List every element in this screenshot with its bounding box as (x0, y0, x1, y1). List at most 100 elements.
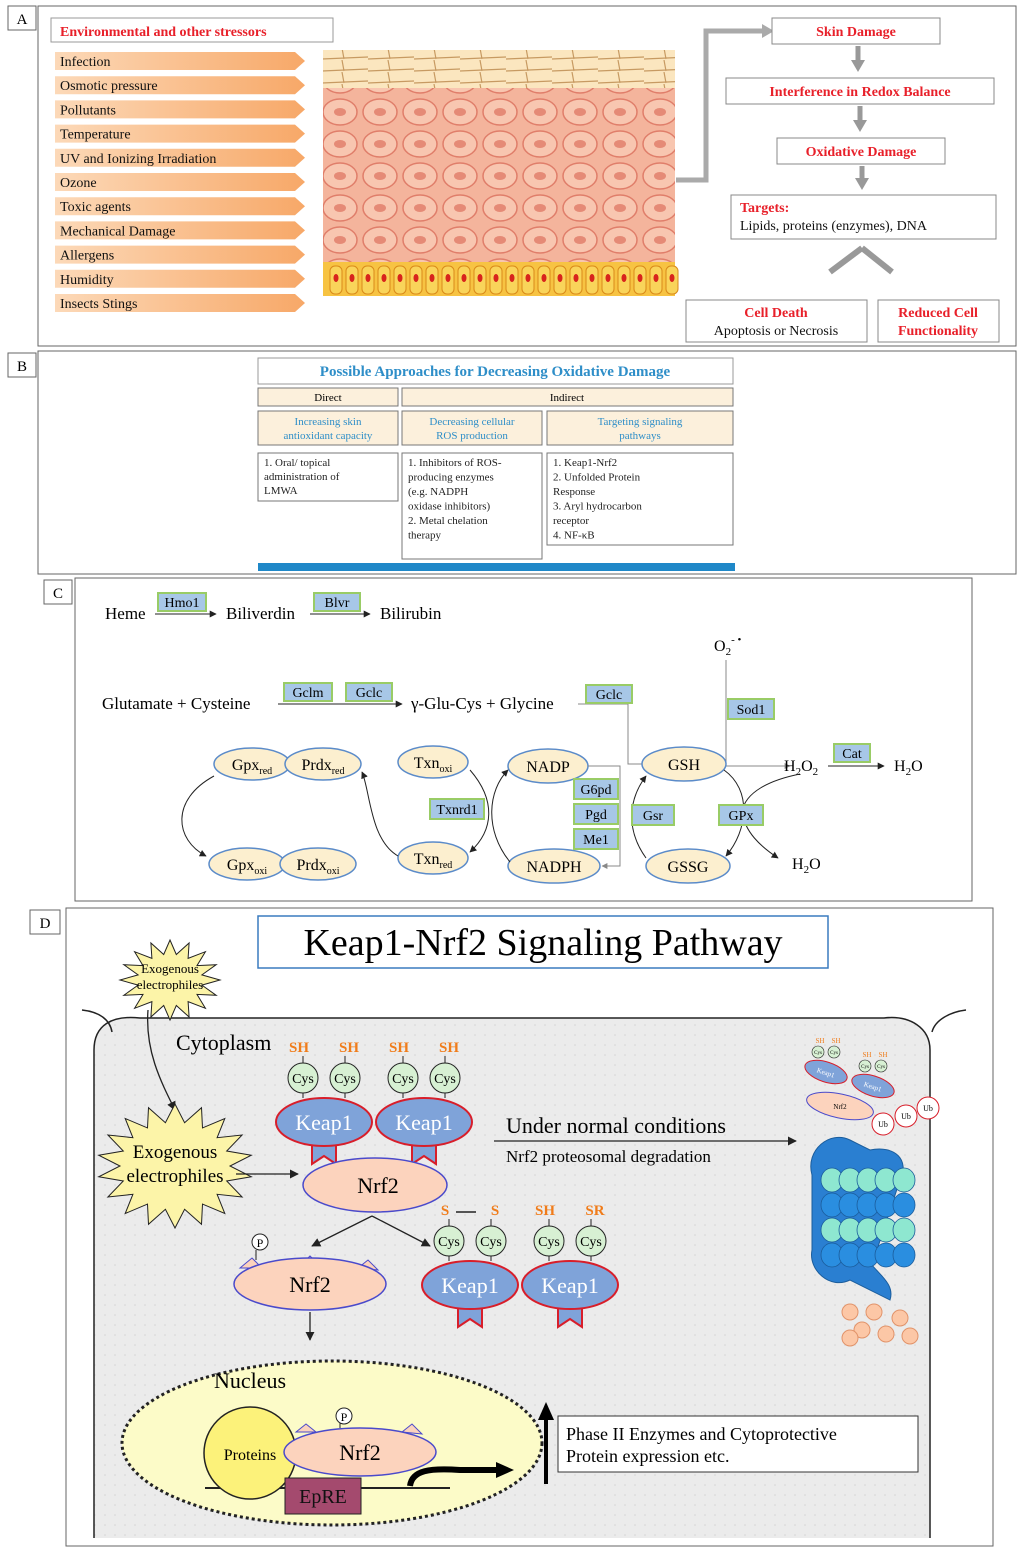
col3-header-box (546, 410, 734, 446)
mini-sh: SH (832, 1037, 841, 1045)
stressor-label: Toxic agents (60, 200, 131, 215)
nucleus-label: Nucleus (214, 1368, 286, 1393)
txnrd1: Txnrd1 (436, 803, 477, 818)
panel-c-label-box (43, 579, 73, 605)
basal-nucleus (381, 274, 387, 282)
stressor-arrow (55, 294, 305, 312)
g6pd-box (573, 778, 619, 800)
basal-nucleus (413, 274, 419, 282)
gclc-box (345, 682, 393, 702)
gssg-ellipse (645, 848, 731, 884)
keap1-text: Keap1 (441, 1273, 498, 1298)
stressor-arrow (55, 173, 305, 191)
membrane-edge-left (81, 1009, 113, 1033)
approach-item: 2. Metal chelation (408, 515, 488, 527)
basal-nucleus (509, 274, 515, 282)
peptide (853, 1321, 871, 1339)
mini-keap1 (851, 1073, 895, 1099)
oxidative-box (776, 137, 946, 165)
direct-text: Direct (314, 392, 341, 404)
stressor-arrow (55, 148, 305, 167)
basal-nucleus (365, 274, 371, 282)
flow-arrowhead-1 (851, 60, 865, 72)
nrf2-ellipse (302, 1157, 448, 1213)
h2o-1: H2O (894, 758, 923, 778)
thiol-label: SR (585, 1203, 604, 1219)
free-nrf2-text: Nrf2 (289, 1272, 331, 1297)
reduced-box (877, 299, 1000, 343)
panel-b-label: B (17, 359, 27, 375)
mini-sh: SH (879, 1051, 888, 1059)
thiol-label: S (441, 1203, 449, 1219)
flow-arrowhead-2 (853, 120, 867, 132)
gclc: Gclc (356, 686, 382, 701)
cys-text: Cys (480, 1235, 502, 1250)
panel-c-label: C (53, 586, 63, 602)
cat-box (833, 743, 871, 763)
approaches-title: Possible Approaches for Decreasing Oxida… (320, 364, 671, 380)
approach-item: LMWA (264, 485, 298, 497)
phospho-circle-1 (251, 1233, 269, 1251)
gsh-ellipse (641, 746, 727, 782)
approach-item: producing enzymes (408, 472, 494, 484)
col1-header-1: Increasing skin (295, 416, 362, 428)
stressor-label: UV and Ionizing Irradiation (60, 152, 216, 167)
direct-box (257, 387, 399, 407)
targets-text: Lipids, proteins (enzymes), DNA (740, 219, 928, 234)
approach-item: administration of (264, 471, 340, 483)
free-nrf2-ellipse (233, 1257, 387, 1311)
col2-items-box (401, 452, 543, 560)
stressor-arrow (55, 245, 305, 264)
basal-nucleus (525, 274, 531, 282)
mini-cys (827, 1045, 841, 1059)
gssg: GSSG (668, 859, 709, 876)
mini-cys-text: Cys (877, 1065, 885, 1070)
approach-item: receptor (553, 515, 589, 527)
thiol-label: SH (439, 1040, 459, 1056)
cys-text: Cys (580, 1235, 602, 1250)
skin-keratin-layer (323, 50, 675, 88)
me1-box (573, 828, 619, 850)
nadph-to-nadp-arrow (491, 769, 511, 863)
prdx-red: Prdxred (301, 757, 344, 777)
cys-text: Cys (538, 1235, 560, 1250)
ubiquitin-circle (871, 1112, 895, 1136)
stressor-arrow (55, 52, 305, 70)
redox-text: Interference in Redox Balance (769, 85, 950, 100)
stressor-arrow (55, 269, 305, 288)
basal-nucleus (461, 274, 467, 282)
skin-illustration (323, 50, 679, 296)
col2-header-2: ROS production (436, 430, 508, 442)
reduced-text-1: Reduced Cell (898, 306, 978, 321)
mini-cys (874, 1059, 888, 1073)
mini-sh: SH (816, 1037, 825, 1045)
stressor-label: Infection (60, 55, 111, 70)
panel-d: D Keap1-Nrf2 Signaling Pathway Exogenous… (29, 907, 994, 1547)
basal-nucleus (445, 274, 451, 282)
peptide-fragments (841, 1303, 919, 1347)
exogenous-star-large (97, 1102, 253, 1230)
ubiquitin-text: Ub (878, 1120, 888, 1129)
col1-items: 1. Oral/ topical administration of LMWA (264, 457, 340, 497)
phase2-box (557, 1415, 919, 1473)
stressor-arrow (55, 124, 305, 143)
col3-header-2: pathways (619, 430, 661, 442)
col2-header-box (401, 410, 543, 446)
col3-items-box (546, 452, 734, 546)
txn-cycle-arrow (469, 769, 490, 853)
free-nrf2: Nrf2 P (233, 1233, 387, 1311)
stressor-arrow (55, 197, 305, 216)
exogenous-star-small (118, 938, 222, 1022)
gamma-glu-cys: γ-Glu-Cys + Glycine (410, 694, 554, 713)
superoxide: O2- • (714, 634, 741, 658)
peptide (841, 1303, 859, 1321)
mini-nrf2 (806, 1091, 874, 1121)
hmo1: Hmo1 (165, 596, 200, 611)
nadp-to-nadph-arrow (588, 765, 621, 869)
txn-to-prdx-arrow (361, 771, 399, 857)
keap1-ellipse (521, 1260, 619, 1310)
